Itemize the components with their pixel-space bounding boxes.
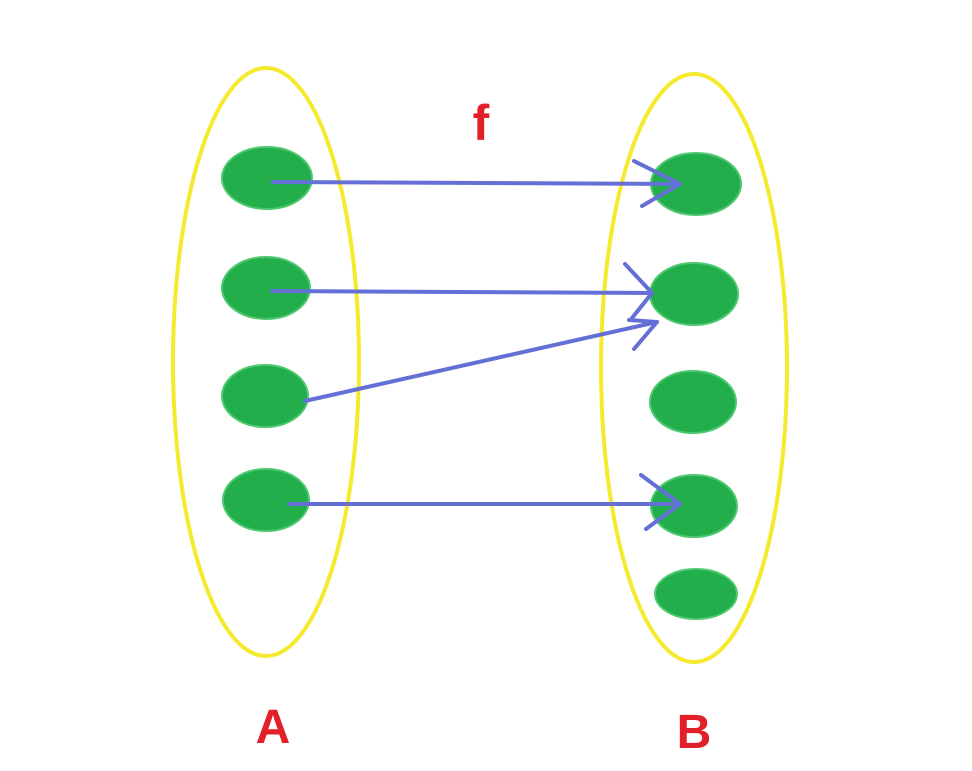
codomain-element-5 (654, 568, 738, 620)
domain-element-2 (221, 256, 311, 320)
set-a-label: A (256, 701, 291, 754)
mapping-arrow-1 (271, 159, 682, 208)
domain-element-1 (221, 146, 313, 210)
mapping-arrow-3 (303, 318, 659, 403)
set-a-outline (171, 66, 361, 658)
set-b-label: B (677, 706, 712, 759)
mapping-arrow-2 (270, 262, 654, 320)
set-b-outline (599, 72, 789, 664)
domain-element-4 (222, 468, 310, 532)
codomain-element-2 (649, 262, 739, 326)
mapping-arrow-4 (287, 473, 682, 531)
codomain-element-3 (649, 370, 737, 434)
domain-element-3 (221, 364, 309, 428)
function-label: f (473, 95, 490, 151)
